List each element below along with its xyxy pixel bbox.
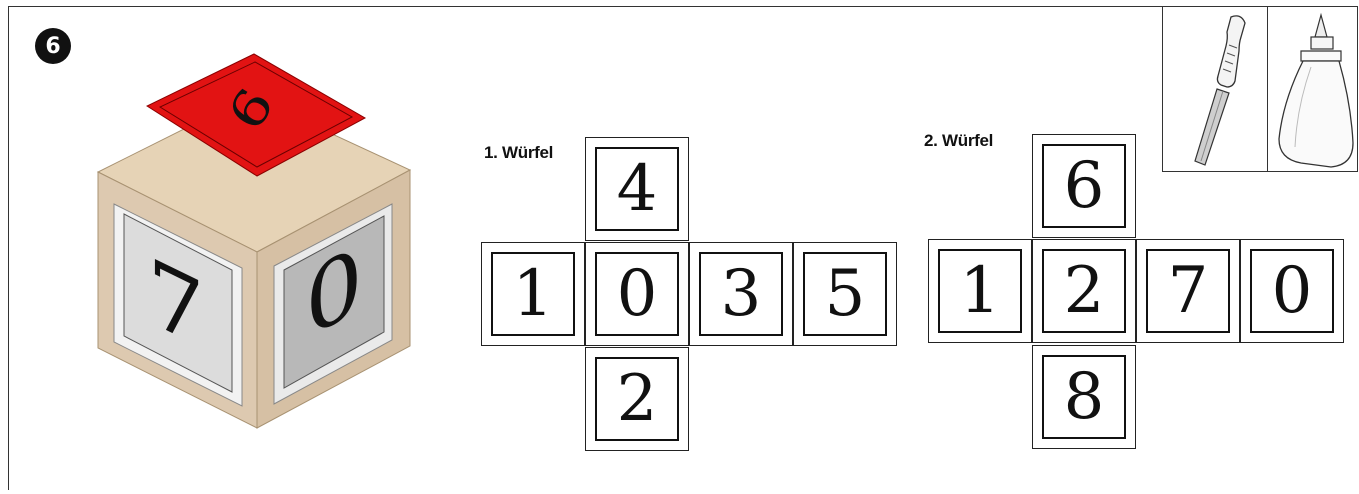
- cube1-digit-row-3: 3: [721, 262, 762, 326]
- cube2-digit-top: 6: [1064, 154, 1105, 218]
- cube1-cell-bottom: 2: [585, 347, 689, 451]
- cube1-digit-row-1: 1: [513, 262, 554, 326]
- cube1-digit-bottom: 2: [617, 367, 658, 431]
- cube2-digit-row-2: 2: [1064, 259, 1105, 323]
- cube1-cell-top: 4: [585, 137, 689, 241]
- cube2-cell-row-1: 1: [928, 239, 1032, 343]
- cube1-cell-row-1: 1: [481, 242, 585, 346]
- cube1-cell-row-4: 5: [793, 242, 897, 346]
- cube2-digit-row-3: 7: [1168, 259, 1209, 323]
- cube1-digit-row-2: 0: [617, 262, 658, 326]
- tools-divider: [1267, 7, 1268, 171]
- file-icon: [1171, 11, 1261, 169]
- cube1-cell-row-2: 0: [585, 242, 689, 346]
- cube2-digit-row-4: 0: [1272, 259, 1313, 323]
- cube1-cell-row-3: 3: [689, 242, 793, 346]
- step-badge: 6: [35, 28, 71, 64]
- cube1-net: 4 1 0 3 5 2: [481, 137, 901, 453]
- cube2-cell-row-2: 2: [1032, 239, 1136, 343]
- cube2-digit-row-1: 1: [960, 259, 1001, 323]
- glue-bottle-icon: [1271, 11, 1357, 169]
- cube1-digit-top: 4: [617, 157, 658, 221]
- cube1-digit-row-4: 5: [825, 262, 866, 326]
- step-number: 6: [45, 34, 60, 59]
- cube2-cell-bottom: 8: [1032, 345, 1136, 449]
- cube2-digit-bottom: 8: [1064, 365, 1105, 429]
- cube2-cell-row-4: 0: [1240, 239, 1344, 343]
- cube2-cell-row-3: 7: [1136, 239, 1240, 343]
- cube-illustration: 7 0 6: [95, 50, 425, 440]
- tools-box: [1162, 6, 1358, 172]
- cube2-cell-top: 6: [1032, 134, 1136, 238]
- cube2-net: 6 1 2 7 0 8: [928, 134, 1348, 452]
